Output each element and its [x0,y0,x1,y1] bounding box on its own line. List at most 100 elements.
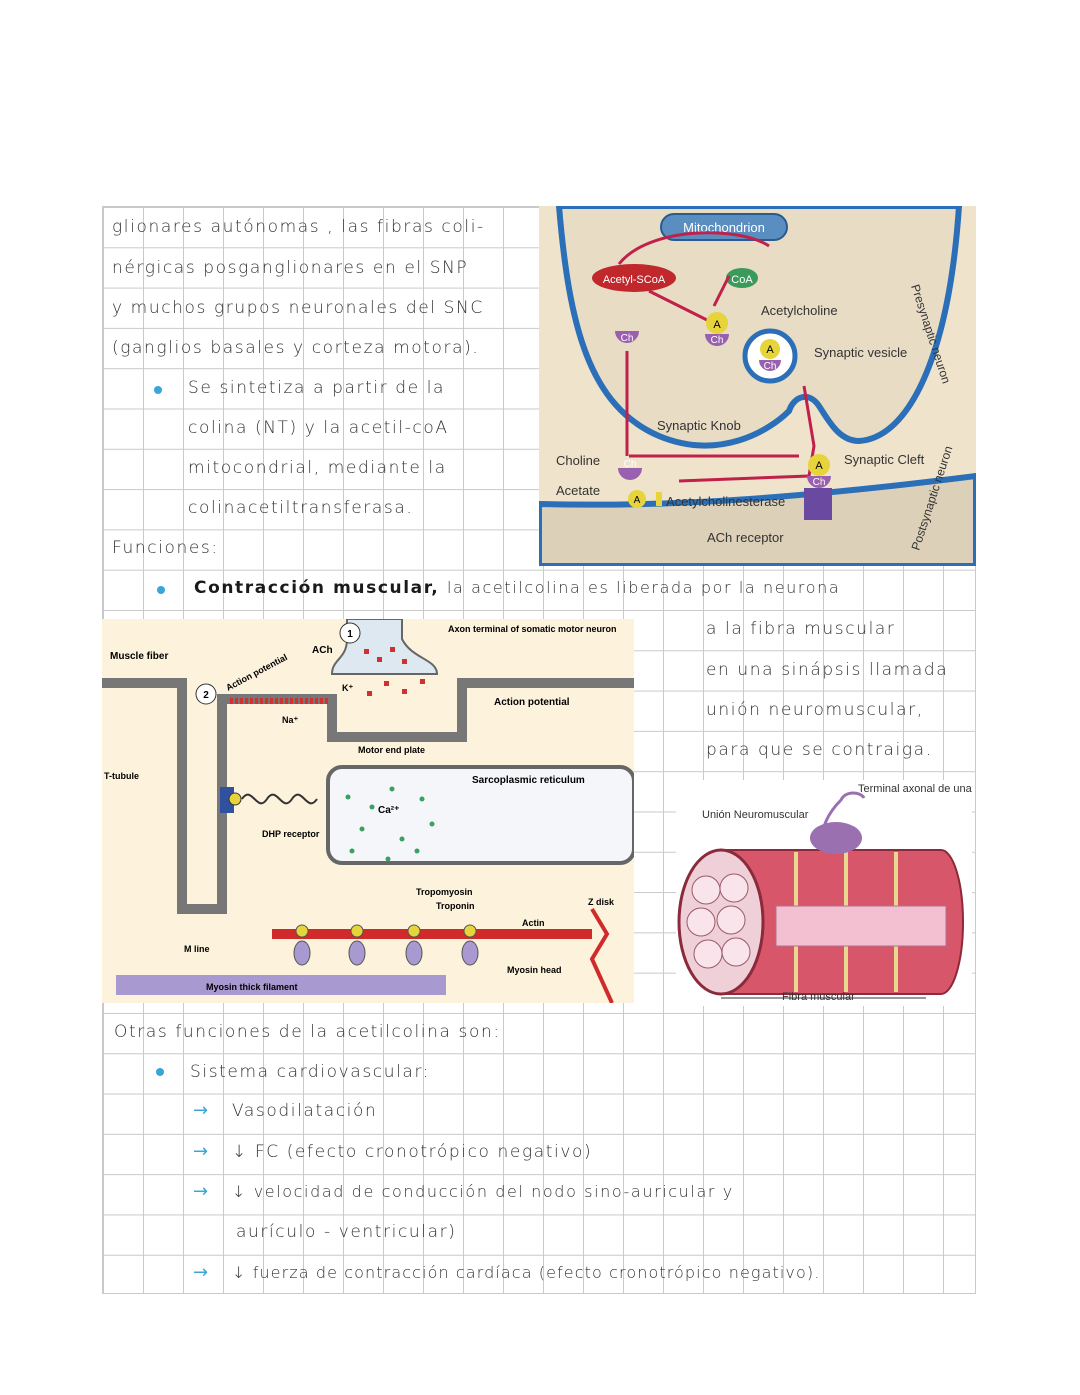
note-line: glionares autónomas , las fibras coli- [112,217,485,237]
ach-receptor [804,488,832,520]
note-line: ↓ velocidad de conducción del nodo sino-… [232,1182,734,1201]
sr-label: Sarcoplasmic reticulum [472,775,585,786]
acetylcholinesterase-label: Acetylcholinesterase [666,494,785,509]
note-line: a la fibra muscular [706,619,896,639]
choline-label: Ch [621,333,634,344]
actin-filament [272,929,592,939]
note-line: ↓ FC (efecto cronotrópico negativo) [232,1142,593,1162]
action-potential-right-label: Action potential [494,697,570,708]
motor-end-plate-label: Motor end plate [358,745,425,755]
acetate-shape [628,490,646,508]
choline-label: Ch [764,361,777,372]
fibra-label: Fibra muscular [782,991,855,1003]
cycle-arrow [617,231,770,265]
note-line: aurículo - ventricular) [236,1222,457,1242]
t-tubule-label: T-tubule [104,771,139,781]
myosin-heads [293,940,479,966]
bullet-dot [154,386,162,394]
myosin-thick-filament [116,975,446,995]
choline-group [759,360,781,371]
presynaptic-membrane [555,206,963,449]
coa-shape [726,268,758,288]
myofibril [775,905,947,947]
note-line: colina (NT) y la acetil-coA [188,418,449,438]
section-heading: Funciones: [112,538,219,558]
mitochondrion-label: Mitochondrion [683,220,765,235]
ach-dots [364,647,425,696]
postsynaptic-membrane [539,472,976,566]
step-marker [339,622,361,644]
muscle-fiber-diagram: Terminal axonal de una neurona motora Un… [676,780,972,1006]
coa-label: CoA [731,274,753,286]
union-label: Unión Neuromuscular [702,809,809,821]
actin-label: Actin [522,918,545,928]
myosin-thick-label: Myosin thick filament [206,982,298,992]
acetyl-group [706,312,728,334]
acetyl-scoa-label: Acetyl-SCoA [603,274,666,286]
choline-label: Ch [711,335,724,346]
tropomyosin-label: Tropomyosin [416,887,473,897]
choline-label: Ch [813,477,826,488]
sarcoplasmic-reticulum [326,765,634,865]
troponin-label: Troponin [436,901,475,911]
note-line: y muchos grupos neuronales del SNC [112,298,484,318]
note-line: ↓ fuerza de contracción cardíaca (efecto… [232,1263,821,1282]
note-line: nérgicas posganglionares en el SNP [112,258,469,278]
bullet-dot [156,1068,164,1076]
arrow-icon: → [193,1141,209,1162]
synapse-diagram: Mitochondrion Acetyl-SCoA CoA A Ch Acety… [539,206,976,566]
acetyl-scoa-shape [592,264,676,292]
muscle-fiber-label: Muscle fiber [110,651,168,662]
note-line: Otras funciones de la acetilcolina son: [114,1022,501,1042]
arrow-icon: → [193,1100,209,1121]
step-number: 1 [347,629,353,640]
arrow-icon: → [193,1262,209,1283]
synaptic-knob-label: Synaptic Knob [657,418,741,433]
axon-terminal-label: Axon terminal of somatic motor neuron [448,624,617,634]
choline-label: Ch [624,459,637,470]
step-marker [195,683,217,705]
arrow-icon: → [193,1181,209,1202]
note-line: colinacetiltransferasa. [188,498,414,518]
dhp-receptor-head [228,792,242,806]
ca-label: Ca²⁺ [378,805,399,816]
na-label: Na⁺ [282,715,299,725]
k-label: K⁺ [342,683,353,693]
choline-group [618,468,642,480]
reaction-arrow [648,275,731,323]
axon-terminal-shape [810,822,862,854]
note-line: unión neuromuscular, [706,700,924,720]
dhp-receptor [220,787,234,813]
acetyl-label: A [713,319,721,331]
acetyl-group [760,339,780,359]
ach-receptor-label: ACh receptor [707,530,784,545]
choline-text: Choline [556,453,600,468]
acetyl-group [808,454,830,476]
troponin-beads [295,924,477,938]
choline-group [705,334,729,346]
dhp-label: DHP receptor [262,829,320,839]
calcium-dots [345,786,435,862]
nmj-diagram: 1 2 Muscle fiber ACh Axon terminal of so… [102,619,634,1003]
acetyl-label: A [766,344,774,356]
note-line: para que se contraiga. [706,740,933,760]
note-bold: Contracción muscular, [194,578,440,598]
enzyme-shape [656,492,662,506]
step-number: 2 [203,690,209,701]
synaptic-cleft-label: Synaptic Cleft [844,452,925,467]
terminal-label-1: Terminal axonal de una neurona motora [858,783,972,795]
note-line: Se sintetiza a partir de la [188,378,446,398]
z-disk-label: Z disk [588,897,615,907]
note-line: la acetilcolina es liberada por la neuro… [447,578,841,597]
acetate-text: Acetate [556,483,600,498]
bullet-dot [157,586,165,594]
note-line: mitocondrial, mediante la [188,458,447,478]
choline-group [807,476,831,488]
acetylcholine-label: Acetylcholine [761,303,838,318]
synaptic-vesicle-label: Synaptic vesicle [814,345,907,360]
note-line: Vasodilatación [232,1101,378,1121]
m-line-label: M line [184,944,210,954]
note-line: Sistema cardiovascular: [190,1062,431,1082]
acetyl-label: A [815,460,823,472]
fiber-bundles [686,873,751,969]
